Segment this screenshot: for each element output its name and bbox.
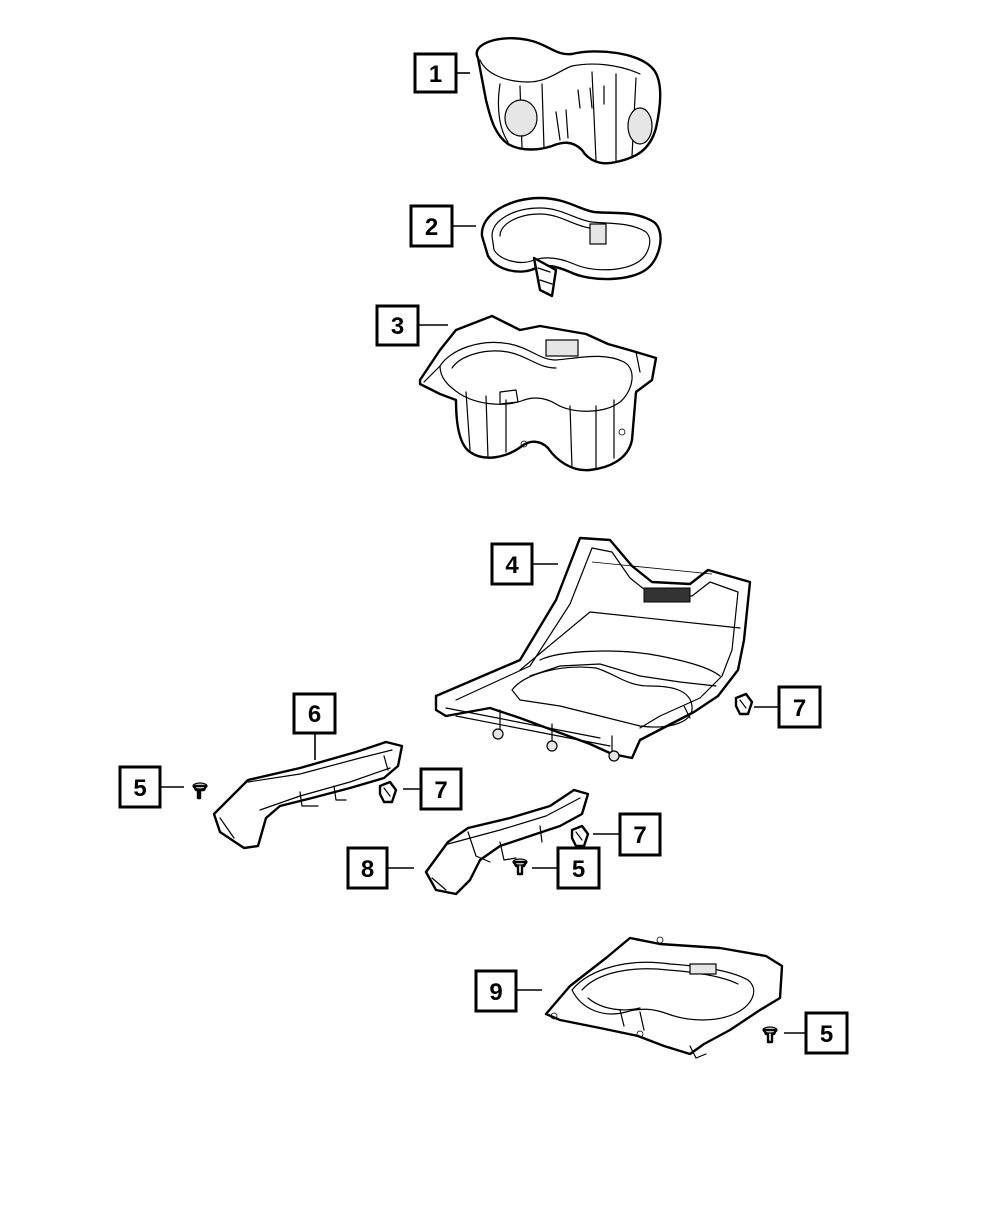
callout-7b: 7 <box>777 685 822 729</box>
callout-7c-label: 7 <box>633 822 646 849</box>
callout-9-label: 9 <box>489 979 502 1006</box>
callout-6: 6 <box>292 692 337 735</box>
callout-2-label: 2 <box>425 214 438 241</box>
callout-5a-label: 5 <box>133 775 146 802</box>
part-4-console-bezel <box>434 536 752 762</box>
callout-8-label: 8 <box>361 856 374 883</box>
callout-4-label: 4 <box>505 552 519 579</box>
leader-lines <box>160 72 806 1034</box>
callout-5a: 5 <box>118 765 162 809</box>
callout-7b-label: 7 <box>793 695 806 722</box>
fastener-clip-7a <box>378 780 398 804</box>
callout-6-label: 6 <box>308 701 321 728</box>
fastener-clip-7c <box>570 824 590 848</box>
callout-9: 9 <box>474 969 518 1013</box>
part-9-base-bracket <box>544 936 784 1059</box>
callout-1-label: 1 <box>429 61 442 88</box>
fastener-clip-7b <box>734 692 754 716</box>
part-8-right-trim <box>424 788 590 896</box>
callout-5b: 5 <box>556 846 601 890</box>
part-1-cup-insert <box>475 37 662 165</box>
callout-7c: 7 <box>618 812 662 857</box>
callout-7a: 7 <box>419 767 463 811</box>
callout-5c-label: 5 <box>820 1021 833 1048</box>
callout-3-label: 3 <box>391 313 404 340</box>
callout-2: 2 <box>409 204 454 248</box>
part-6-left-trim <box>212 740 404 850</box>
callout-5b-label: 5 <box>572 856 585 883</box>
callout-4: 4 <box>490 542 534 586</box>
callout-5c: 5 <box>804 1011 849 1055</box>
fastener-pin-5a <box>192 782 208 800</box>
fastener-pin-5b <box>512 858 528 876</box>
part-2-ring-seal <box>480 196 662 298</box>
callout-1: 1 <box>413 52 458 94</box>
part-3-cup-tray <box>418 314 658 472</box>
fastener-pin-5c <box>762 1026 778 1044</box>
callout-3: 3 <box>375 304 420 347</box>
callout-8: 8 <box>346 846 389 890</box>
callout-7a-label: 7 <box>434 777 447 804</box>
